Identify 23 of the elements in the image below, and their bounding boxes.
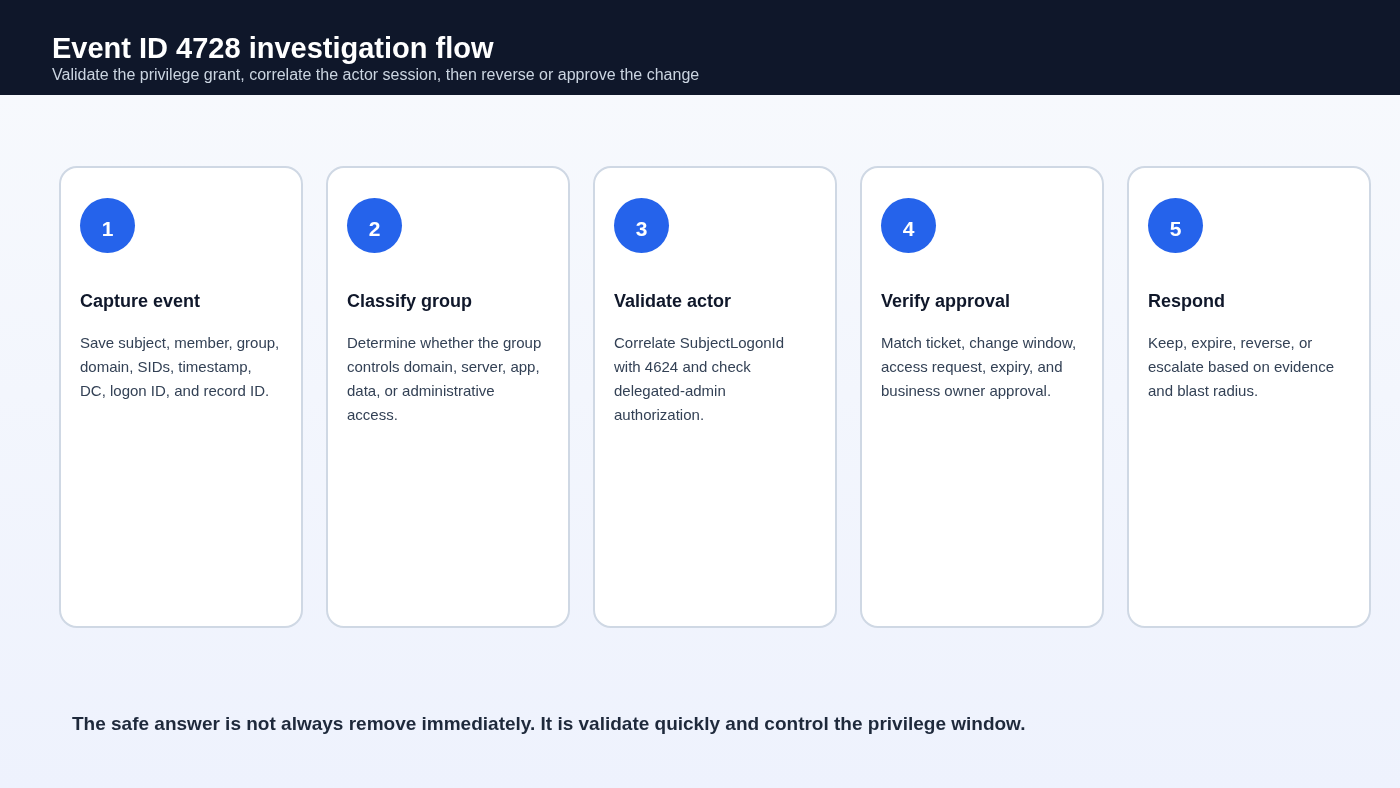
- step-card: [326, 166, 570, 628]
- step-number: 2: [347, 198, 402, 253]
- step-title: Respond: [1148, 290, 1225, 313]
- summary-note: The safe answer is not always remove immediately. It is validate quickly and control the privilege window.: [72, 712, 1026, 736]
- step-description: Save subject, member, group, domain, SIDs, timestamp, DC, logon ID, and record ID.: [80, 333, 280, 401]
- step-number: 5: [1148, 198, 1203, 253]
- step-title: Classify group: [347, 290, 473, 313]
- step-number: 1: [80, 198, 135, 253]
- step-description: Determine whether the group controls domain, server, app, data, or administrative access.: [347, 333, 543, 425]
- step-card: [593, 166, 837, 628]
- step-card: [59, 166, 303, 628]
- step-description: Keep, expire, reverse, or escalate based on evidence and blast radius.: [1148, 333, 1335, 401]
- step-title: Validate actor: [614, 290, 732, 313]
- step-number: 3: [614, 198, 669, 253]
- page-title: Event ID 4728 investigation flow: [52, 31, 494, 66]
- step-title: Verify approval: [881, 290, 1011, 313]
- step-card: [1127, 166, 1371, 628]
- step-number: 4: [881, 198, 936, 253]
- step-description: Correlate SubjectLogonId with 4624 and check delegated-admin authorization.: [614, 333, 786, 425]
- page-subtitle: Validate the privilege grant, correlate the actor session, then reverse or approve the change: [52, 65, 700, 85]
- step-title: Capture event: [80, 290, 201, 313]
- step-description: Match ticket, change window, access request, expiry, and business owner approval.: [881, 333, 1078, 401]
- step-card: [860, 166, 1104, 628]
